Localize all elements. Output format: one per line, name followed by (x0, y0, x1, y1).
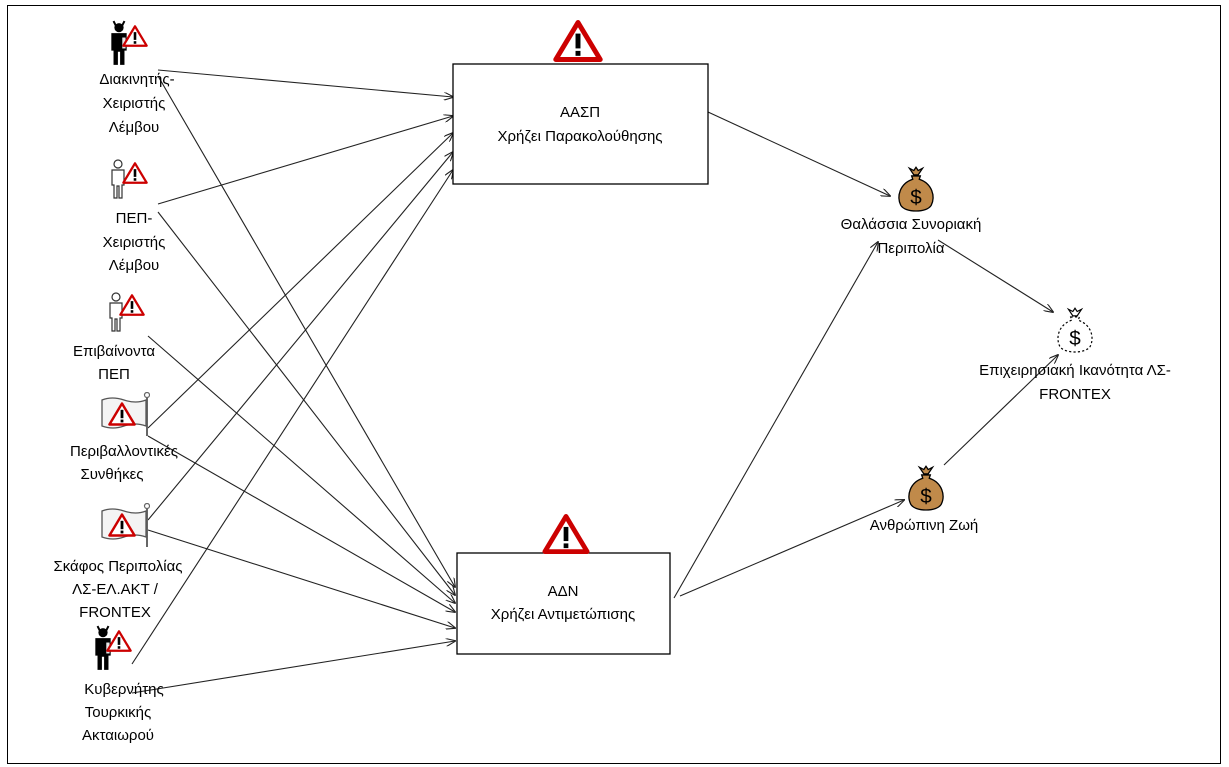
box-aasp[interactable]: ΑΑΣΠ Χρήζει Παρακολούθησης (452, 63, 709, 185)
actor-kyvernitis-label-2: Τουρκικής (85, 704, 152, 721)
edge-skafos-aasp (147, 152, 453, 521)
box-adn[interactable]: ΑΔΝ Χρήζει Αντιμετώπισης (456, 552, 671, 655)
edge-kyvernitis-adn (131, 641, 455, 694)
edge-periballontikes-adn (147, 435, 455, 612)
edge-pep-adn (157, 211, 455, 595)
actor-epivainonta-label-1: Επιβαίνοντα (73, 343, 155, 360)
money-bag-icon (1057, 307, 1093, 353)
warning-triangle-icon (122, 25, 148, 47)
money-bag-icon (898, 166, 934, 212)
actor-periballontikes-label-2: Συνθήκες (80, 466, 143, 483)
edge-diakinitis-aasp (157, 69, 453, 97)
actor-kyvernitis[interactable]: Κυβερνήτης Τουρκικής Ακταιωρού (82, 625, 164, 744)
actor-kyvernitis-label-1: Κυβερνήτης (84, 681, 163, 698)
actor-skafos-label-3: FRONTEX (79, 604, 151, 621)
asset-thalassia[interactable]: Θαλάσσια Συνοριακή Περιπολία (841, 166, 982, 257)
actor-epivainonta-label-2: ΠΕΠ (98, 366, 130, 383)
edges (131, 69, 1058, 694)
edge-epivainonta-adn (147, 335, 455, 603)
box-adn-line2: Χρήζει Αντιμετώπισης (491, 606, 635, 623)
edge-diakinitis-adn (157, 75, 455, 587)
edge-pep-aasp (157, 116, 453, 205)
actor-skafos-label-1: Σκάφος Περιπολίας (53, 558, 182, 575)
actor-pep-xeiristis[interactable]: ΠΕΠ- Χειριστής Λέμβου (103, 159, 166, 274)
box-aasp-line1: ΑΑΣΠ (560, 104, 600, 121)
actor-pep-label-2: Χειριστής (103, 234, 166, 251)
actor-diakinitis-label-2: Χειριστής (103, 95, 166, 112)
actor-pep-label-1: ΠΕΠ- (116, 210, 153, 227)
edge-kyvernitis-aasp (131, 170, 453, 665)
asset-thalassia-label-1: Θαλάσσια Συνοριακή (841, 216, 982, 233)
edge-adn-anthropini (679, 500, 904, 597)
actor-periballontikes-label-1: Περιβαλλοντικές (70, 443, 178, 460)
asset-epixeirisiaki-label-1: Επιχειρησιακή Ικανότητα ΛΣ- (979, 362, 1171, 379)
asset-epixeirisiaki-label-2: FRONTEX (1039, 386, 1111, 403)
edge-adn-thalassia (673, 242, 878, 599)
actor-skafos-label-2: ΛΣ-ΕΛ.ΑΚΤ / (72, 581, 159, 598)
box-aasp-line2: Χρήζει Παρακολούθησης (497, 128, 662, 145)
actor-diakinitis-label-3: Λέμβου (109, 119, 160, 136)
person-icon (111, 159, 125, 199)
edge-anthropini-epixeirisiaki (943, 355, 1058, 466)
edge-thalassia-epixeirisiaki (937, 239, 1053, 312)
actor-epivainonta[interactable]: Επιβαίνοντα ΠΕΠ (73, 292, 155, 383)
edge-aasp-thalassia (707, 111, 890, 196)
actor-periballontikes[interactable]: Περιβαλλοντικές Συνθήκες (70, 392, 178, 484)
money-bag-icon (908, 465, 944, 511)
edge-periballontikes-aasp (147, 133, 453, 429)
actor-pep-label-3: Λέμβου (109, 257, 160, 274)
warning-triangle-icon (106, 630, 132, 652)
asset-anthropini-label-1: Ανθρώπινη Ζωή (870, 517, 979, 534)
actor-skafos[interactable]: Σκάφος Περιπολίας ΛΣ-ΕΛ.ΑΚΤ / FRONTEX (53, 503, 183, 622)
box-adn-line1: ΑΔΝ (548, 583, 579, 600)
warning-triangle-icon (122, 162, 148, 184)
asset-anthropini[interactable]: Ανθρώπινη Ζωή (870, 465, 979, 534)
warning-icon-adn (545, 516, 587, 551)
warning-icon-aasp (556, 22, 600, 59)
asset-thalassia-label-2: Περιπολία (877, 240, 944, 257)
asset-epixeirisiaki[interactable]: Επιχειρησιακή Ικανότητα ΛΣ- FRONTEX (979, 307, 1171, 403)
actor-kyvernitis-label-3: Ακταιωρού (82, 727, 154, 744)
warning-triangle-icon (119, 294, 145, 316)
edge-skafos-adn (147, 529, 455, 628)
actor-diakinitis-label-1: Διακινητής- (99, 71, 174, 88)
actor-diakinitis[interactable]: Διακινητής- Χειριστής Λέμβου (99, 20, 175, 136)
person-icon (109, 292, 123, 332)
